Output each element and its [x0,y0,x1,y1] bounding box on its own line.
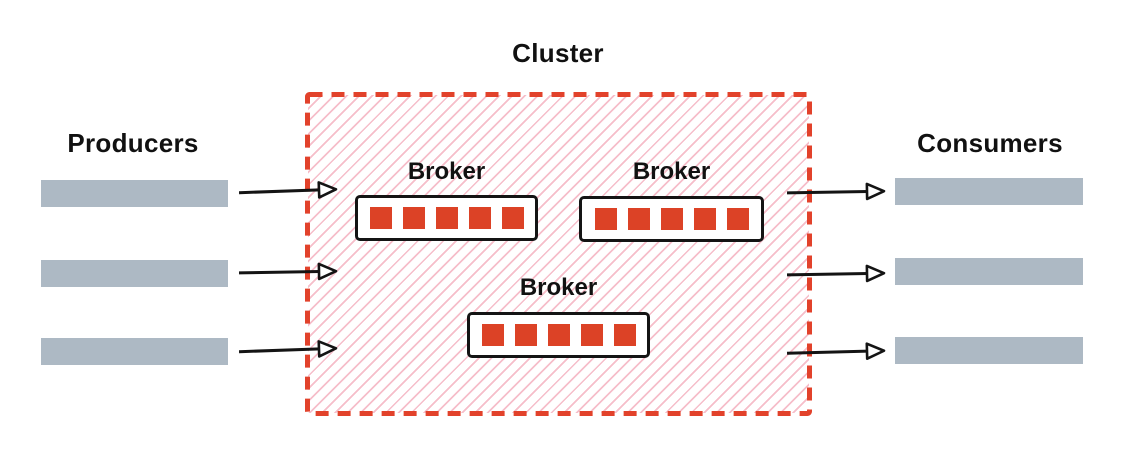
partition-square [435,207,458,229]
partition-square [369,207,392,229]
broker-3-box [467,312,650,358]
partition-square [402,207,425,229]
broker-3-label: Broker [519,274,598,301]
consumer-bar-1 [895,178,1083,205]
cluster-box: Broker Broker Broker [305,92,812,416]
producer-bar-1 [41,180,228,207]
broker-1-box [355,195,538,241]
partition-square [726,208,749,230]
partition-square [547,324,570,346]
consumer-bar-3 [895,337,1083,364]
broker-2-label: Broker [632,158,711,185]
consumer-arrow-3-icon [786,342,886,360]
cluster-hatch-pattern [308,95,809,413]
producer-arrow-1-icon [238,181,338,199]
broker-1-label: Broker [407,158,486,185]
producer-bar-2 [41,260,228,287]
consumer-arrow-1-icon [786,182,886,201]
producer-arrow-3-icon [238,340,338,358]
producer-bar-3 [41,338,228,365]
consumers-label: Consumers [917,128,1063,158]
partition-square [627,208,650,230]
producers-label: Producers [67,128,199,158]
producer-arrow-2-icon [238,262,338,281]
partition-square [514,324,537,346]
partition-square [594,208,617,230]
cluster-label: Cluster [512,38,604,68]
partition-square [580,324,603,346]
partition-square [468,207,491,229]
cluster-dashed-border [305,92,812,416]
partition-square [481,324,504,346]
partition-square [660,208,683,230]
broker-2-box [579,196,764,242]
partition-square [501,207,524,229]
consumer-bar-2 [895,258,1083,285]
consumer-arrow-2-icon [786,264,886,283]
partition-square [613,324,636,346]
partition-square [693,208,716,230]
